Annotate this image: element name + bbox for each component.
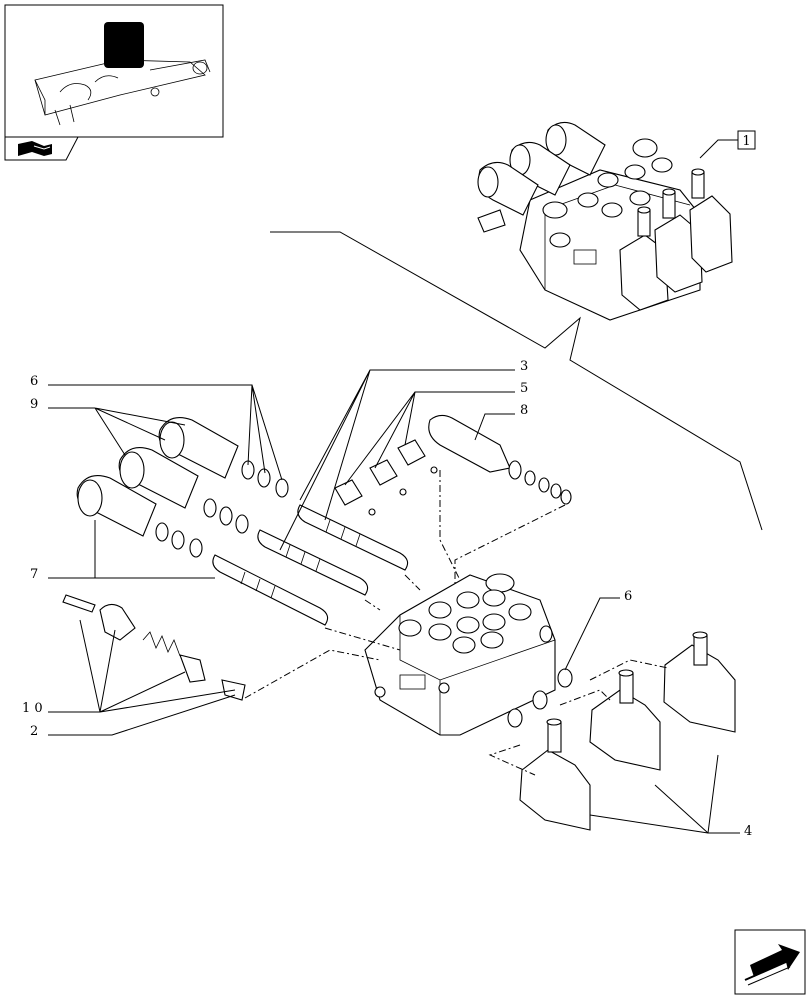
callout-6-left[interactable]: 6: [30, 374, 283, 481]
callout-2-label: 2: [30, 724, 38, 739]
callout-5[interactable]: 5: [344, 381, 528, 486]
callout-5-label: 5: [520, 381, 528, 396]
assembly-lines: [244, 470, 669, 776]
thumbnail-housing-drawing: [34, 59, 211, 126]
next-page-arrow-icon: [744, 944, 800, 986]
relief-valve-drawing: [428, 414, 572, 505]
plugs-drawing: [334, 439, 438, 516]
callout-4-label: 4: [744, 824, 752, 839]
callout-6-left-label: 6: [30, 374, 38, 389]
book-icon: [18, 141, 52, 156]
o-rings-left-drawing: [155, 460, 289, 558]
valve-body-drawing: [364, 573, 556, 736]
callout-1-label: 1: [742, 134, 750, 149]
callout-8[interactable]: 8: [474, 403, 528, 441]
next-page-button[interactable]: [734, 929, 806, 995]
callout-9-label: 9: [30, 397, 38, 412]
callout-8-label: 8: [520, 403, 528, 418]
assembled-valve-drawing: [477, 121, 733, 321]
callout-7-label: 7: [30, 567, 38, 582]
lever-housings-drawing: [519, 631, 736, 831]
callout-1[interactable]: 1: [699, 130, 756, 159]
solenoid-cylinders-drawing: [76, 417, 239, 537]
book-tab[interactable]: [4, 136, 79, 161]
callout-10[interactable]: 1 0: [22, 619, 236, 716]
spring-assembly-drawing: [62, 594, 246, 701]
callout-10-label: 1 0: [22, 701, 43, 716]
thumbnail-highlight-block: [104, 22, 144, 68]
callout-2[interactable]: 2: [30, 694, 236, 739]
callout-6-right[interactable]: 6: [564, 589, 632, 671]
callout-9[interactable]: 9: [30, 397, 186, 456]
thumbnail-panel[interactable]: [4, 4, 224, 138]
spools-drawing: [212, 504, 409, 626]
callout-3-label: 3: [520, 359, 528, 374]
o-rings-right-drawing: [507, 668, 573, 728]
callout-6-right-label: 6: [624, 589, 632, 604]
callout-7[interactable]: 7: [30, 520, 215, 582]
callout-4[interactable]: 4: [589, 754, 752, 839]
callout-3[interactable]: 3: [279, 359, 528, 551]
